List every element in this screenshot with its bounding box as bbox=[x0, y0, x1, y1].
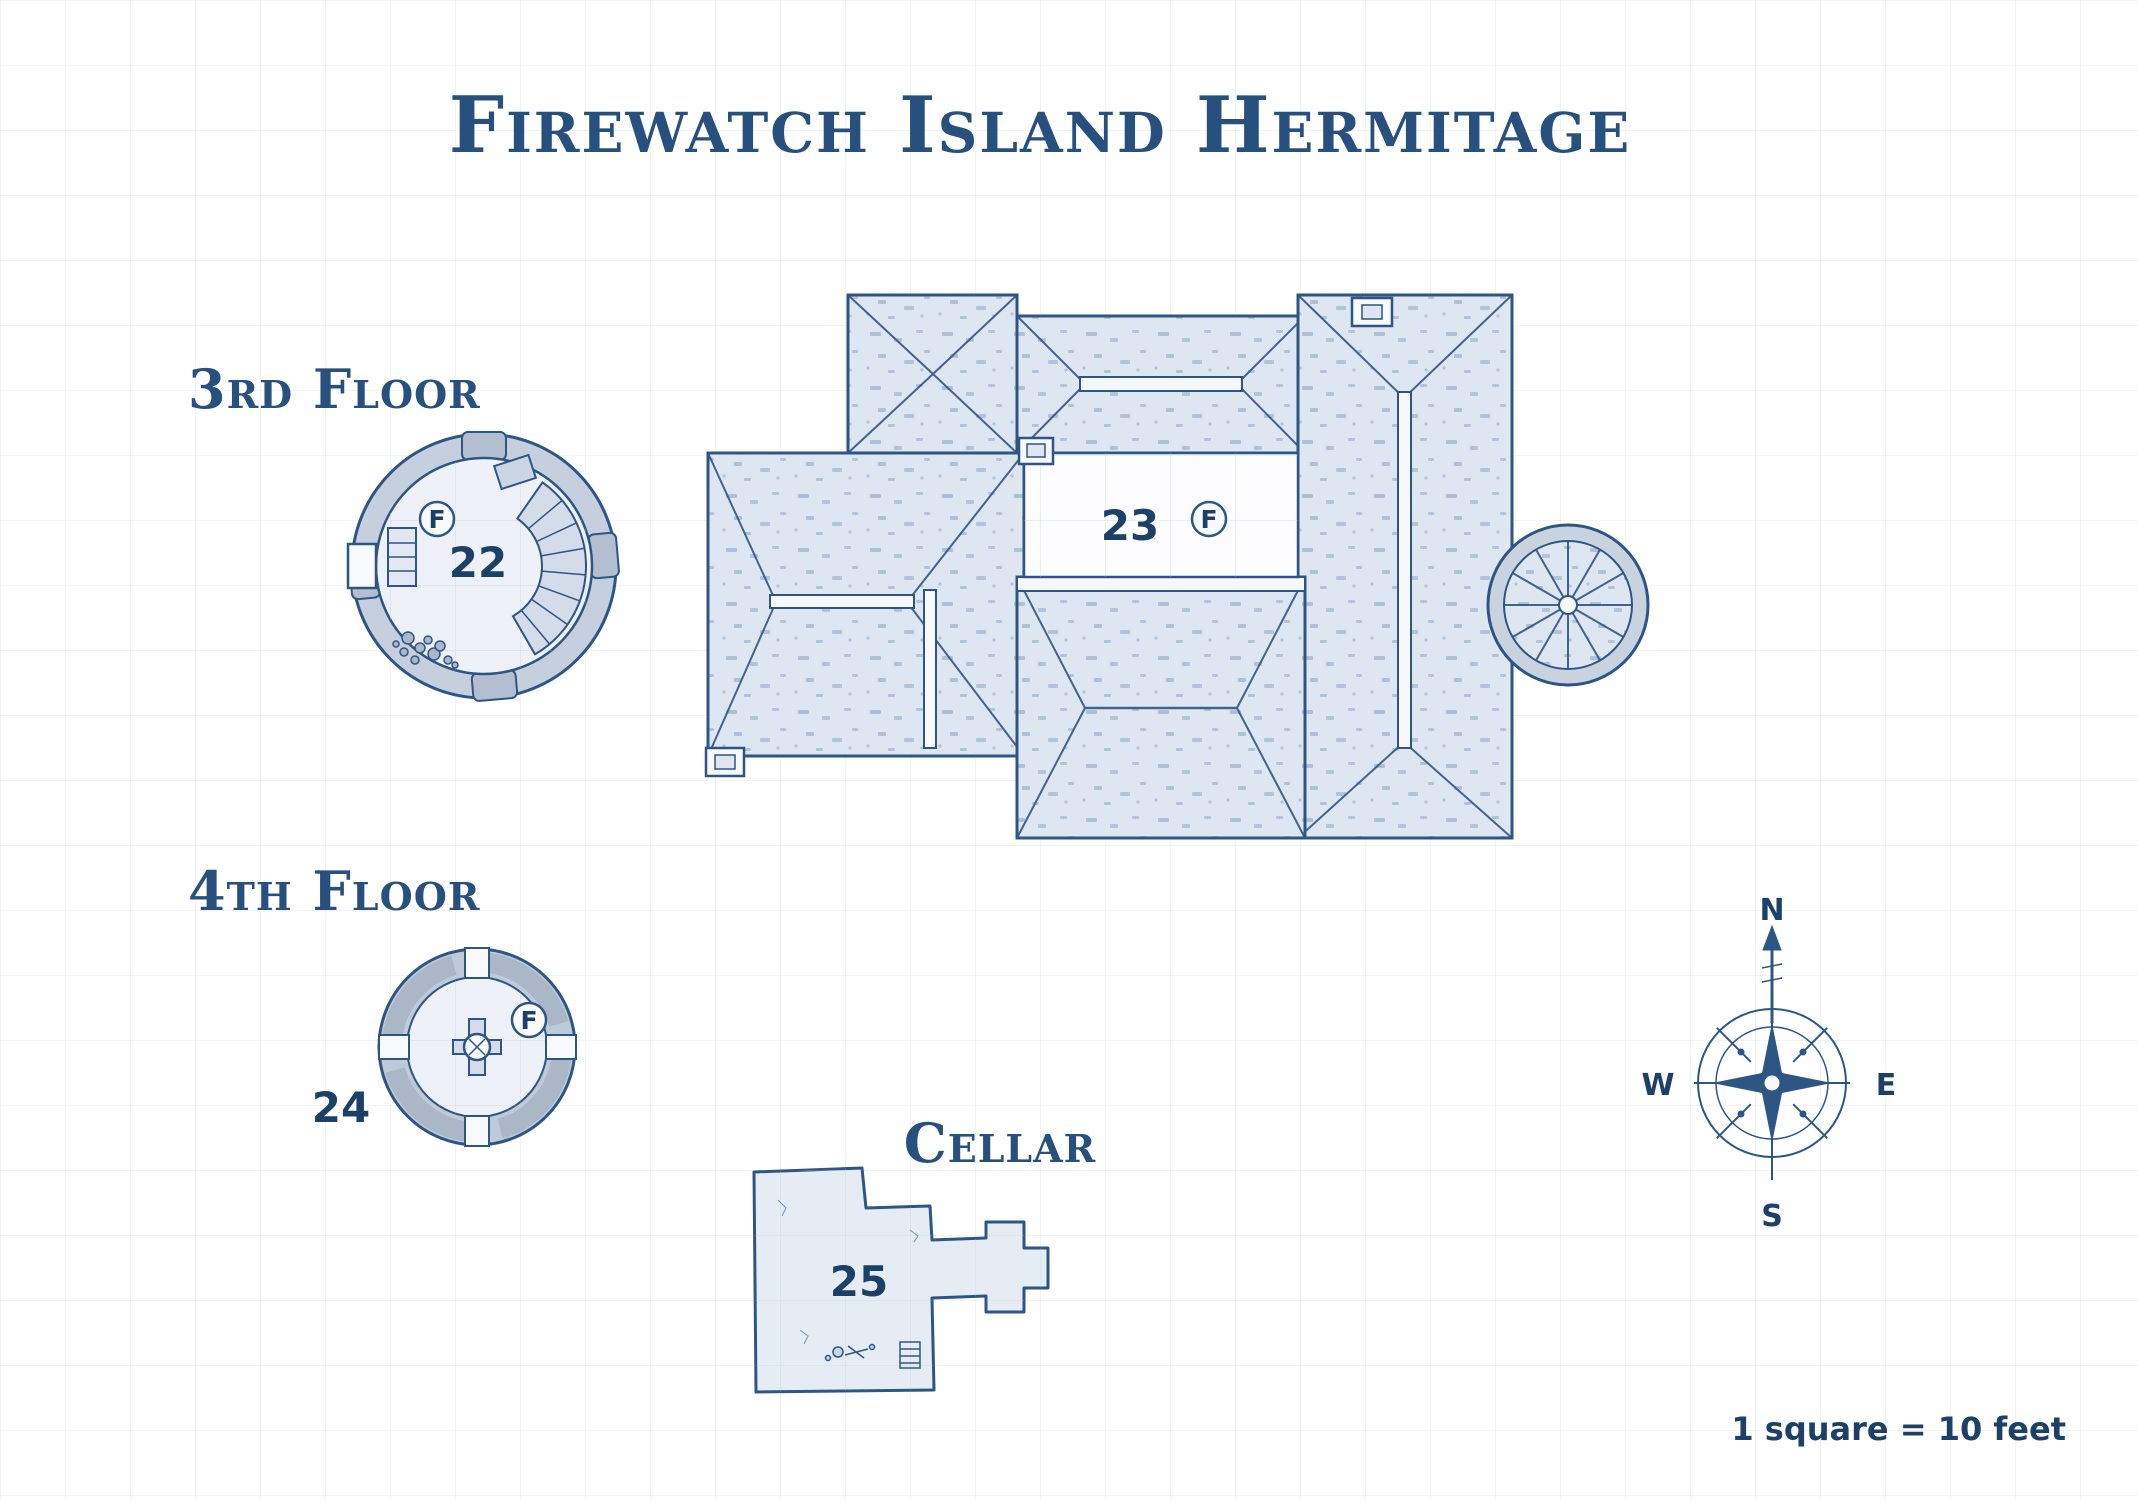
tower-4th-floor: F 24 bbox=[312, 947, 577, 1147]
roof-hub bbox=[1558, 595, 1578, 615]
spiral-stair bbox=[511, 481, 588, 656]
compass-rose: N E S W bbox=[1641, 893, 1896, 1234]
chimney-icon bbox=[1350, 296, 1394, 328]
room-number-23: 23 bbox=[1101, 501, 1159, 550]
north-wing-roof bbox=[1015, 314, 1307, 455]
ridge-beam bbox=[769, 594, 915, 609]
tower-3rd-floor: F 22 bbox=[346, 431, 620, 702]
turret-conical-roof bbox=[1486, 523, 1650, 687]
roof-fold-lines bbox=[1016, 576, 1306, 839]
floor-grid bbox=[1024, 453, 1298, 577]
door-opening bbox=[346, 542, 378, 590]
floor-cracks bbox=[777, 1199, 919, 1345]
page-title: Firewatch Island Hermitage bbox=[449, 80, 1632, 171]
compass-hub bbox=[1761, 1072, 1783, 1094]
map-scale-note: 1 square = 10 feet bbox=[1731, 1410, 2066, 1448]
roof-fold-lines bbox=[1016, 315, 1306, 454]
roof-fold-lines bbox=[707, 452, 1025, 757]
chimney-icon bbox=[704, 746, 746, 778]
chimney-icon bbox=[1017, 436, 1055, 466]
ridge-beam bbox=[1079, 376, 1243, 392]
room-number-24: 24 bbox=[312, 1083, 370, 1132]
fireplace-circle bbox=[510, 1001, 548, 1039]
winch-mechanism bbox=[452, 1018, 502, 1076]
shelf-furniture bbox=[387, 527, 417, 587]
skeleton-debris bbox=[824, 1343, 876, 1362]
fireplace-letter: F bbox=[1200, 505, 1217, 534]
northwest-annex-roof bbox=[846, 293, 1019, 455]
floor-grid bbox=[754, 1168, 1048, 1392]
gutter-beam bbox=[923, 589, 937, 749]
roof-fold-lines bbox=[847, 294, 1018, 454]
section-label-3rd-floor: 3rd Floor bbox=[188, 357, 481, 421]
fireplace-circle bbox=[418, 500, 456, 538]
fireplace-marker-24: F bbox=[510, 1001, 548, 1039]
fireplace-marker-22: F bbox=[418, 500, 456, 538]
table-furniture bbox=[492, 453, 538, 491]
south-wing-roof bbox=[1015, 575, 1307, 840]
ridge-walkway bbox=[1397, 391, 1412, 749]
courtyard-south-beam bbox=[1016, 576, 1306, 592]
fireplace-letter: F bbox=[520, 1006, 537, 1035]
north-needle bbox=[1761, 924, 1783, 1180]
arrow-slit-windows bbox=[378, 947, 577, 1147]
compass-east-label: E bbox=[1876, 1068, 1897, 1103]
compass-north-label: N bbox=[1759, 893, 1784, 928]
section-label-4th-floor: 4th Floor bbox=[188, 859, 480, 923]
fireplace-circle bbox=[1190, 500, 1228, 538]
compass-dots bbox=[1737, 1048, 1807, 1118]
room-number-22: 22 bbox=[449, 538, 507, 587]
compass-west-label: W bbox=[1641, 1068, 1674, 1103]
main-building-roof: 23 F bbox=[704, 293, 1650, 840]
roof-spokes bbox=[1504, 541, 1632, 669]
compass-south-label: S bbox=[1761, 1199, 1783, 1234]
fireplace-letter: F bbox=[428, 505, 445, 534]
roof-fold-lines bbox=[1297, 294, 1513, 839]
section-label-cellar: Cellar bbox=[904, 1111, 1096, 1175]
floor-grate-icon bbox=[899, 1341, 921, 1369]
west-annex-roof bbox=[706, 451, 1026, 758]
room-23-courtyard: 23 F bbox=[1022, 451, 1300, 579]
east-wing-roof bbox=[1296, 293, 1514, 840]
cellar-plan: 25 bbox=[752, 1166, 1050, 1394]
rubble-pile bbox=[392, 631, 459, 669]
fireplace-marker-23: F bbox=[1190, 500, 1228, 538]
room-number-25: 25 bbox=[830, 1257, 888, 1306]
